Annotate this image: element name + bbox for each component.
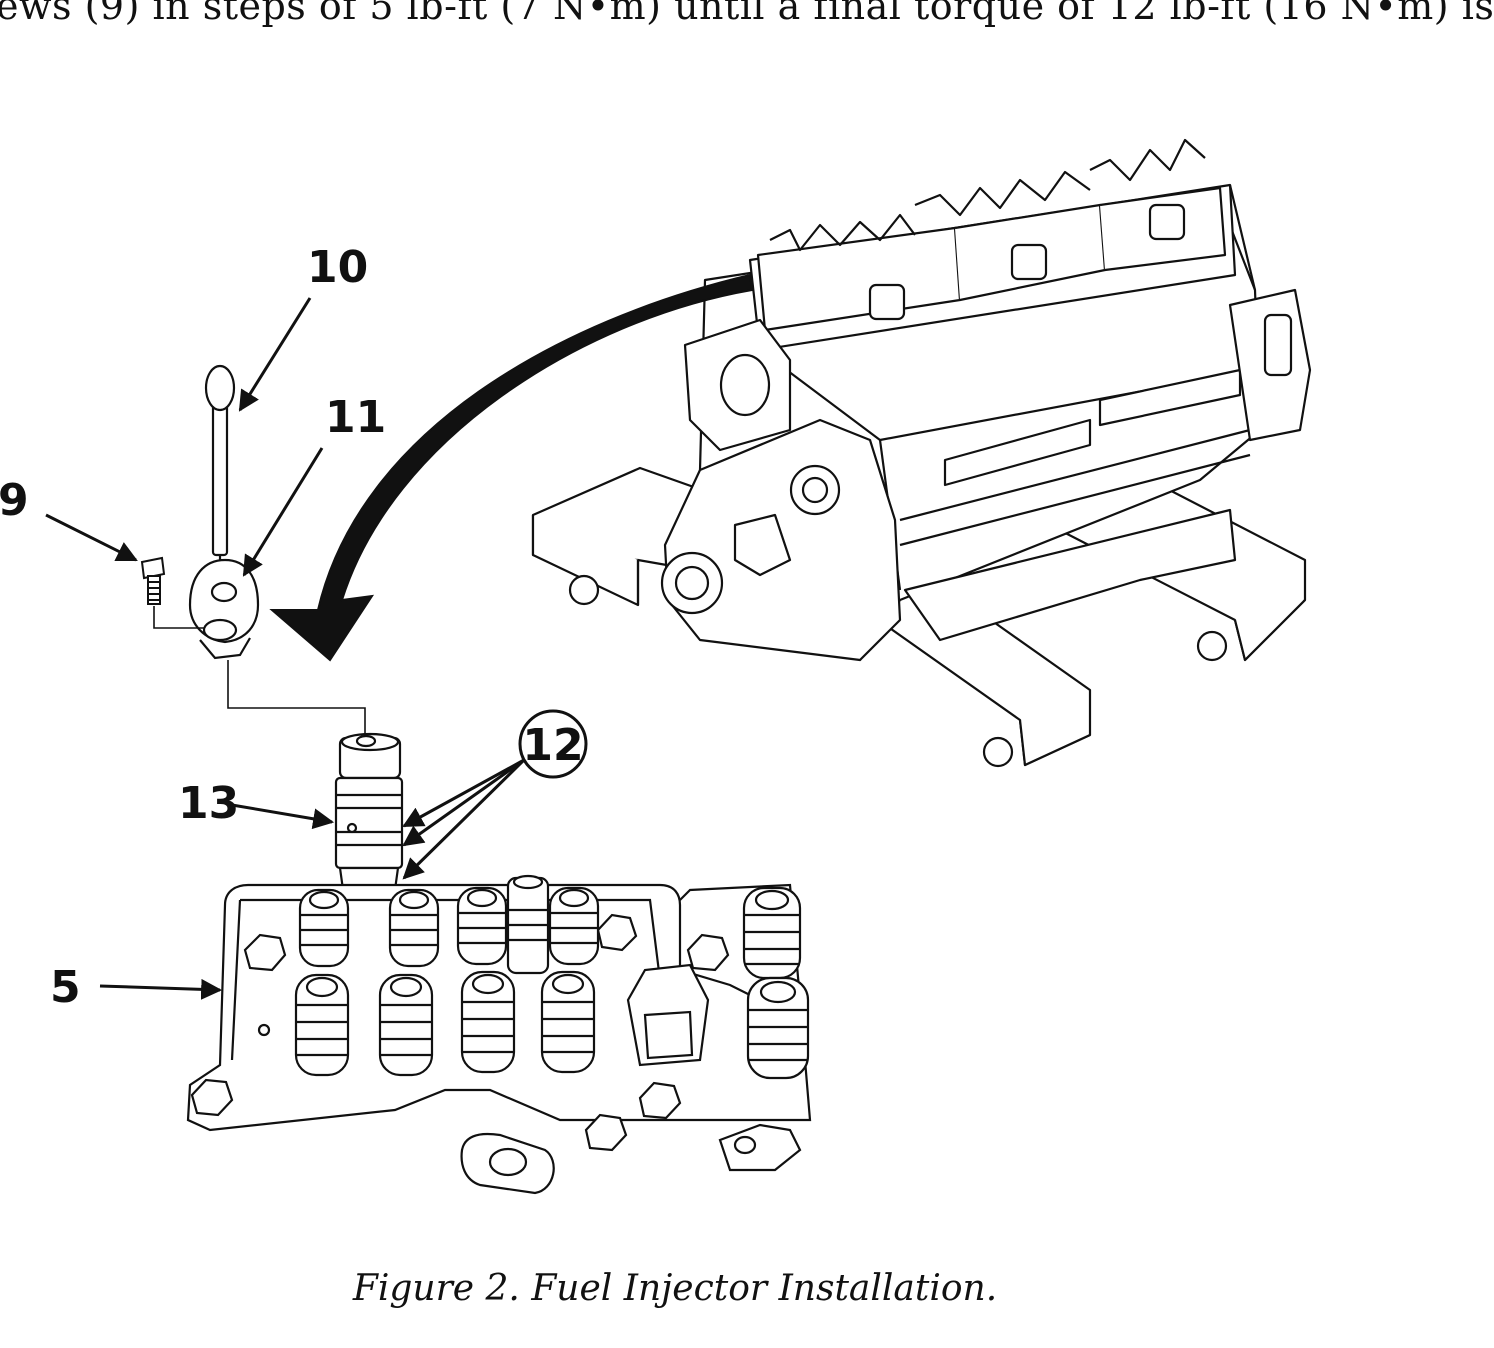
injector-clamp: [188, 558, 260, 660]
leader-seal-ring-1: [402, 758, 525, 828]
engine-block: [660, 138, 1312, 662]
leader-seal-ring-2: [402, 758, 525, 847]
callout-5: 5: [50, 962, 81, 1013]
fuel-injector-installation-figure: 9 10 11 12 13 5: [0, 138, 1312, 1195]
leader-cylinder-head: [99, 978, 223, 1000]
injector-tool: [204, 364, 236, 570]
callout-13: 13: [178, 778, 239, 829]
callout-12-circle: [518, 709, 588, 779]
figure-caption: Figure 2. Fuel Injector Installation.: [352, 1268, 998, 1309]
callout-leaders: [45, 297, 526, 1000]
leader-tool: [238, 297, 312, 412]
callout-12: 12: [522, 720, 583, 771]
leader-injector: [231, 803, 335, 830]
instruction-text-fragment: ews (9) in steps of 5 lb-ft (7 N•m) unti…: [0, 0, 1494, 60]
leader-clamp: [242, 447, 324, 577]
leader-seal-ring-3: [402, 758, 526, 880]
instruction-text: ews (9) in steps of 5 lb-ft (7 N•m) unti…: [0, 0, 1494, 28]
location-pointer-arrow: [269, 273, 754, 662]
cylinder-head: [186, 874, 812, 1195]
callout-11: 11: [325, 392, 386, 443]
valve-springs-row-1: [298, 886, 802, 980]
alignment-lines: [153, 606, 366, 735]
callout-10: 10: [307, 242, 368, 293]
valve-springs-row-2: [294, 970, 810, 1080]
installed-injector: [506, 874, 550, 975]
leader-screw: [45, 513, 138, 562]
callout-9: 9: [0, 475, 29, 526]
engine-on-stand-illustration: [531, 138, 1312, 768]
clamp-screw: [140, 556, 166, 605]
